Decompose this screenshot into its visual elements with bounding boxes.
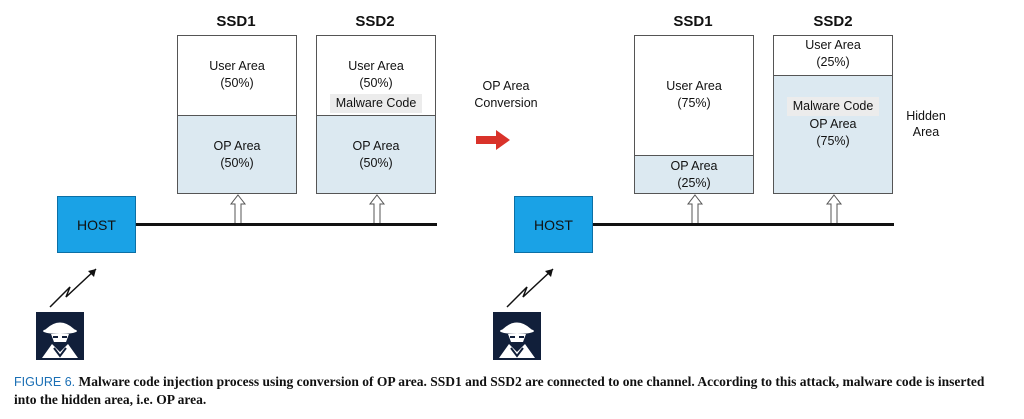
right-host-box: HOST <box>514 196 593 253</box>
connector-arrow-icon <box>686 194 704 226</box>
right-ssd2-user-pct: (25%) <box>816 55 850 69</box>
conversion-label-1: OP Area <box>482 79 530 93</box>
right-ssd2-user-area: User Area (25%) <box>774 36 892 75</box>
caption-text: Malware code injection process using con… <box>14 374 985 407</box>
conversion-label-2: Conversion <box>474 96 538 110</box>
left-ssd1-op-label: OP Area <box>213 139 261 153</box>
left-ssd2-title: SSD2 <box>355 13 395 30</box>
right-ssd2-user-label: User Area <box>805 38 861 52</box>
figure-label: FIGURE 6. <box>14 375 76 389</box>
right-ssd1-user-pct: (75%) <box>677 96 711 110</box>
left-ssd2-op-label: OP Area <box>352 139 400 153</box>
left-ssd1-box: User Area (50%) OP Area (50%) <box>177 35 297 194</box>
left-ssd2-malware-code: Malware Code <box>329 94 423 113</box>
left-ssd1-op-area: OP Area (50%) <box>178 115 296 193</box>
connector-arrow-icon <box>368 194 386 226</box>
right-ssd2-op-pct: (75%) <box>816 134 850 148</box>
left-ssd2-op-pct: (50%) <box>359 156 393 170</box>
lightning-icon <box>49 268 97 308</box>
left-ssd1-op-pct: (50%) <box>220 156 254 170</box>
right-ssd1-user-label: User Area <box>666 79 722 93</box>
left-ssd1-title: SSD1 <box>216 13 256 30</box>
right-ssd1-op-pct: (25%) <box>677 176 711 190</box>
left-ssd1-user-pct: (50%) <box>220 76 254 90</box>
right-ssd2-op-area: Malware Code OP Area (75%) <box>774 75 892 193</box>
right-ssd2-title: SSD2 <box>813 13 853 30</box>
left-ssd2-user-area: User Area (50%) Malware Code <box>317 36 435 115</box>
hidden-area-label-1: Hidden <box>906 109 946 123</box>
right-channel-bus <box>593 223 894 226</box>
right-ssd2-op-label: OP Area <box>809 117 857 131</box>
hacker-icon <box>493 312 541 360</box>
left-ssd2-box: User Area (50%) Malware Code OP Area (50… <box>316 35 436 194</box>
right-ssd1-box: User Area (75%) OP Area (25%) <box>634 35 754 194</box>
figure-caption: FIGURE 6. Malware code injection process… <box>14 373 1004 409</box>
left-channel-bus <box>136 223 437 226</box>
conversion-arrow-icon <box>476 130 510 150</box>
left-ssd2-op-area: OP Area (50%) <box>317 115 435 193</box>
right-ssd1-op-label: OP Area <box>670 159 718 173</box>
left-ssd2-user-label: User Area <box>348 59 404 73</box>
connector-arrow-icon <box>229 194 247 226</box>
right-ssd2-box: User Area (25%) Malware Code OP Area (75… <box>773 35 893 194</box>
right-ssd2-malware-code: Malware Code <box>786 97 880 116</box>
right-ssd1-title: SSD1 <box>673 13 713 30</box>
connector-arrow-icon <box>825 194 843 226</box>
right-ssd1-op-area: OP Area (25%) <box>635 155 753 193</box>
hidden-area-label-2: Area <box>912 125 940 139</box>
left-ssd1-user-label: User Area <box>209 59 265 73</box>
lightning-icon <box>506 268 554 308</box>
left-ssd2-user-pct: (50%) <box>359 76 393 90</box>
hacker-icon <box>36 312 84 360</box>
left-ssd1-user-area: User Area (50%) <box>178 36 296 115</box>
right-ssd1-user-area: User Area (75%) <box>635 36 753 155</box>
left-host-box: HOST <box>57 196 136 253</box>
